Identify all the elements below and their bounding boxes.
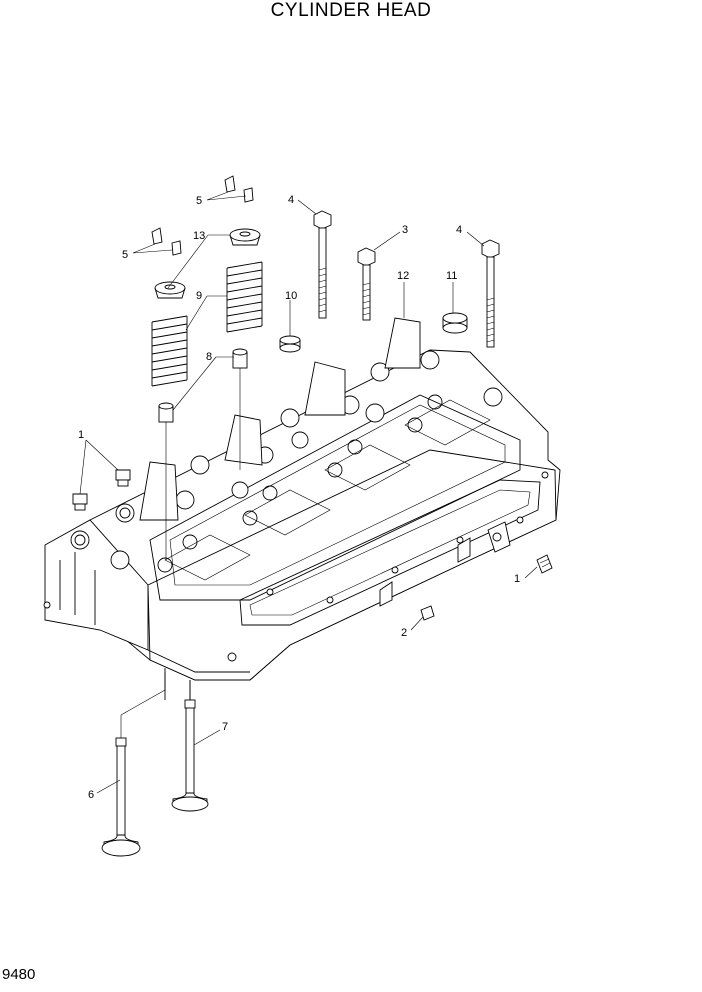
head-bolt-left (313, 210, 332, 319)
callout-2: 2 (401, 627, 407, 639)
callout-3: 3 (402, 224, 408, 236)
callout-1-top: 1 (78, 429, 84, 441)
callout-labels: 5 5 13 9 8 10 11 12 4 4 3 1 1 2 6 7 (78, 194, 520, 801)
valve-keeper-upper (224, 175, 254, 203)
valve-stem-seal (158, 348, 248, 423)
callout-12: 12 (397, 270, 409, 282)
valve-spring (151, 261, 263, 387)
plug-top (72, 469, 131, 511)
plug-cap (442, 312, 468, 334)
seal-ring (279, 335, 301, 353)
head-bolt-right (481, 239, 500, 348)
callout-4-left: 4 (288, 194, 294, 206)
callout-11: 11 (446, 270, 457, 282)
callout-4-right: 4 (456, 224, 462, 236)
exhaust-valve (171, 699, 209, 812)
leader-lines (79, 191, 538, 794)
valve-keeper-lower (151, 227, 182, 256)
page-title: CYLINDER HEAD (270, 0, 432, 21)
spring-retainer (154, 228, 261, 299)
cylinder-head-body (43, 317, 561, 700)
intake-valve (101, 737, 141, 857)
plug-side (536, 554, 553, 574)
callout-1-side: 1 (514, 573, 520, 585)
callout-5-upper: 5 (196, 195, 202, 207)
callout-6: 6 (88, 789, 94, 801)
callout-10: 10 (285, 290, 297, 302)
callout-13: 13 (193, 230, 205, 242)
callout-7: 7 (222, 721, 228, 733)
callout-5-lower: 5 (122, 249, 128, 261)
page-number: 9480 (2, 966, 36, 983)
plug-small (420, 605, 435, 621)
callout-9: 9 (196, 290, 202, 302)
head-bolt-short (357, 247, 376, 321)
callout-8: 8 (206, 351, 212, 363)
